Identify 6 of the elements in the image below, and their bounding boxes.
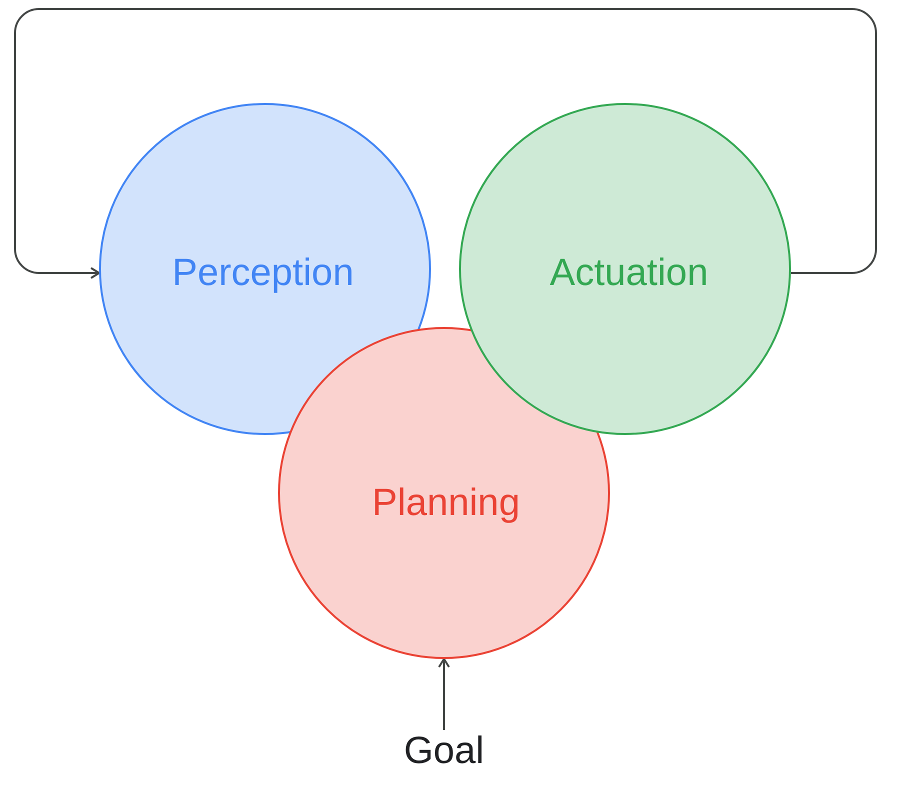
circle-label: Actuation [550, 254, 708, 292]
arrow [438, 658, 450, 730]
circle-label: Planning [372, 484, 520, 522]
circle-label: Perception [172, 254, 354, 292]
goal-label: Goal [404, 730, 484, 772]
arrow [14, 8, 877, 279]
